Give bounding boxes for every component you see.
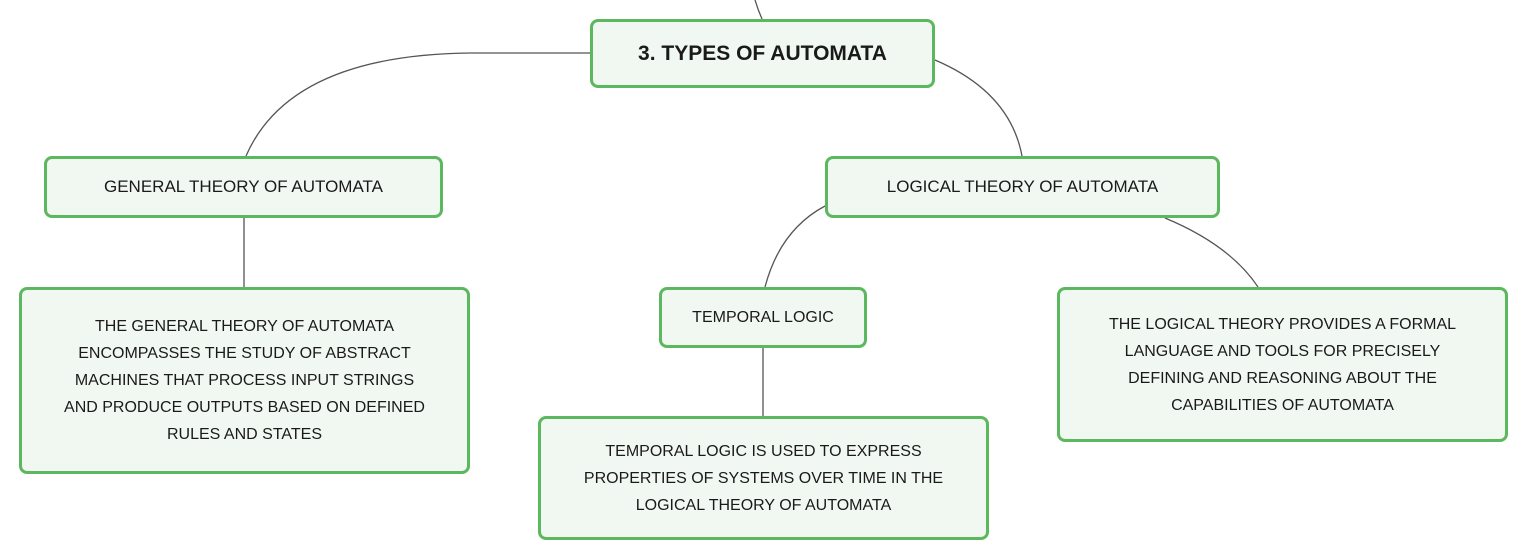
connector-root-to-general	[245, 52, 590, 157]
general-theory-label: GENERAL THEORY OF AUTOMATA	[104, 177, 383, 196]
connector-logical-to-temporal	[764, 205, 826, 288]
general-theory-description-node[interactable]: THE GENERAL THEORY OF AUTOMATA ENCOMPASS…	[19, 287, 470, 474]
temporal-logic-node[interactable]: TEMPORAL LOGIC	[659, 287, 867, 348]
logical-theory-description-text: THE LOGICAL THEORY PROVIDES A FORMAL LAN…	[1108, 315, 1457, 414]
connector-logical-to-desc	[1164, 217, 1259, 288]
temporal-logic-label: TEMPORAL LOGIC	[692, 308, 834, 326]
logical-theory-description-node[interactable]: THE LOGICAL THEORY PROVIDES A FORMAL LAN…	[1057, 287, 1508, 442]
temporal-logic-description-node[interactable]: TEMPORAL LOGIC IS USED TO EXPRESS PROPER…	[538, 416, 989, 540]
connector-parent-to-root	[754, 0, 763, 20]
logical-theory-label: LOGICAL THEORY OF AUTOMATA	[886, 177, 1159, 196]
general-theory-node[interactable]: GENERAL THEORY OF AUTOMATA	[44, 156, 443, 218]
connector-root-to-logical	[934, 59, 1023, 157]
logical-theory-node[interactable]: LOGICAL THEORY OF AUTOMATA	[825, 156, 1220, 218]
root-node[interactable]: 3. TYPES OF AUTOMATA	[590, 19, 935, 88]
root-node-label: 3. TYPES OF AUTOMATA	[638, 41, 887, 65]
general-theory-description-text: THE GENERAL THEORY OF AUTOMATA ENCOMPASS…	[64, 318, 425, 443]
temporal-logic-description-text: TEMPORAL LOGIC IS USED TO EXPRESS PROPER…	[583, 442, 944, 514]
